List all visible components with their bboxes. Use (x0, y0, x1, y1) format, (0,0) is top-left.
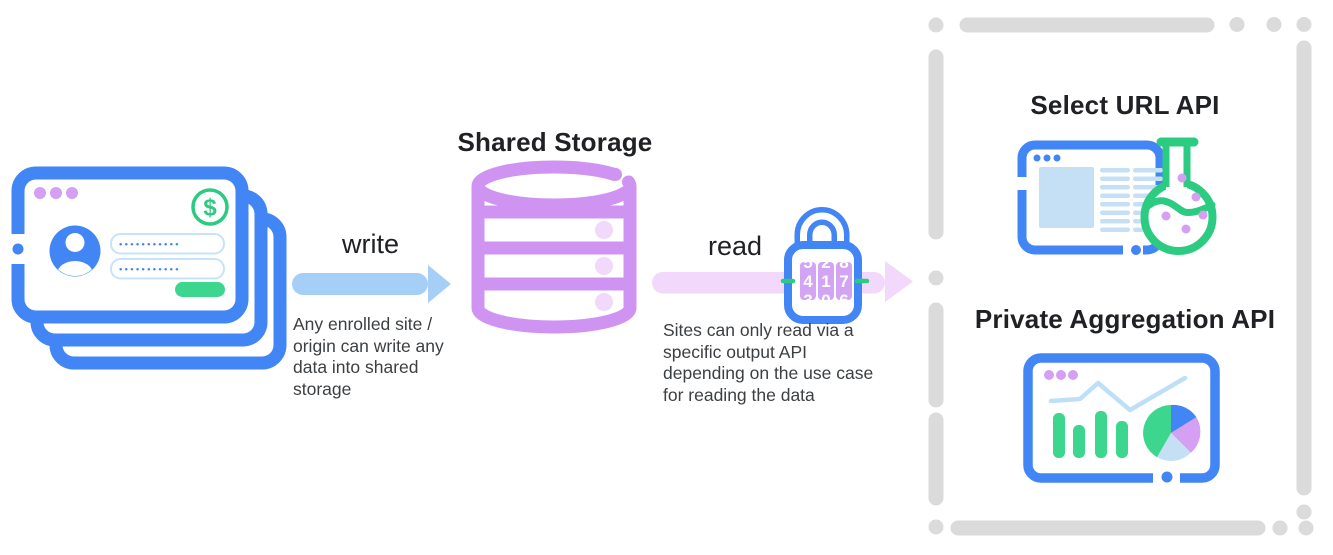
border-dot (1296, 504, 1312, 520)
border-gap (1015, 177, 1029, 190)
combination-lock-icon: 5 4 3 2 1 0 8 7 6 (780, 207, 870, 324)
lock-rotor-digit: 0 (821, 291, 830, 310)
border-dot (1161, 471, 1173, 483)
border-dot (1266, 17, 1282, 32)
lock-rotors: 5 4 3 2 1 0 8 7 6 (800, 253, 852, 310)
window-dots-icon (1033, 154, 1061, 162)
liquid-wave (1141, 197, 1216, 217)
browser-card-front: $ ••••••••••• ••••••••••• (10, 166, 249, 324)
shared-storage-title: Shared Storage (457, 127, 653, 157)
caption-line: Sites can only read via a (663, 320, 854, 340)
read-arrow-icon: 5 4 3 2 1 0 8 7 6 (652, 207, 913, 324)
database-cylinder-icon (471, 160, 637, 334)
border-dot (1296, 17, 1312, 32)
read-caption: Sites can only read via a specific outpu… (663, 320, 913, 406)
caption-line: data into shared (293, 357, 419, 377)
lock-rotor-digit: 5 (803, 253, 812, 272)
caption-line: Any enrolled site / (293, 314, 433, 334)
lock-rotor-digit: 2 (821, 253, 830, 272)
database-row-dots (595, 221, 613, 311)
dollar-badge-icon: $ (191, 188, 229, 226)
select-url-api-title: Select URL API (1030, 90, 1220, 120)
content-block (1039, 167, 1094, 228)
border-dot (12, 243, 24, 255)
database-separators (478, 205, 630, 291)
lock-rotor-digit: 4 (803, 272, 813, 291)
border-dot (1272, 520, 1288, 536)
border-dot (928, 270, 944, 286)
border-dot (928, 17, 944, 33)
password-field: ••••••••••• (110, 258, 225, 280)
lock-rotor-digit: 8 (839, 253, 848, 272)
private-aggregation-api-title: Private Aggregation API (974, 304, 1276, 334)
caption-line: for reading the data (663, 384, 815, 405)
write-caption: Any enrolled site / origin can write any… (293, 314, 483, 400)
dollar-symbol: $ (203, 195, 217, 222)
flask-bubbles (1161, 173, 1208, 234)
login-button (175, 282, 225, 297)
caption-line: specific output API (663, 341, 807, 362)
write-label: write (341, 229, 399, 259)
caption-line: depending on the use case (663, 363, 874, 383)
line-chart (1048, 375, 1188, 413)
lock-rotor-digit: 7 (839, 272, 848, 291)
window-dots-icon (34, 187, 78, 199)
lock-rotor-digit: 3 (803, 291, 812, 310)
border-dot (928, 519, 944, 535)
caption-line: origin can write any (293, 335, 444, 356)
output-boundary-border (928, 17, 1314, 536)
caption-line: storage (293, 378, 352, 399)
lock-rotor-digit: 6 (839, 291, 848, 310)
password-dots: ••••••••••• (119, 240, 181, 251)
border-dot (1131, 245, 1141, 255)
bar-chart (1053, 411, 1128, 458)
flask-icon (1140, 137, 1217, 255)
password-field: ••••••••••• (110, 233, 225, 255)
stacked-browser-windows-icon: $ ••••••••••• ••••••••••• (10, 166, 287, 370)
user-avatar-icon (49, 225, 101, 277)
private-aggregation-api-icon (1023, 353, 1220, 484)
write-arrow-icon (292, 265, 451, 303)
pie-chart (1143, 404, 1201, 461)
border-dot (1298, 520, 1314, 536)
window-dots-icon (1044, 370, 1078, 380)
dashboard-window-icon (1023, 353, 1220, 484)
border-dot (1229, 17, 1245, 32)
password-dots: ••••••••••• (119, 265, 181, 276)
browser-window-icon (1015, 140, 1165, 257)
select-url-api-icon (1015, 137, 1217, 257)
lock-rotor-digit: 1 (821, 272, 830, 291)
read-label: read (707, 231, 763, 261)
